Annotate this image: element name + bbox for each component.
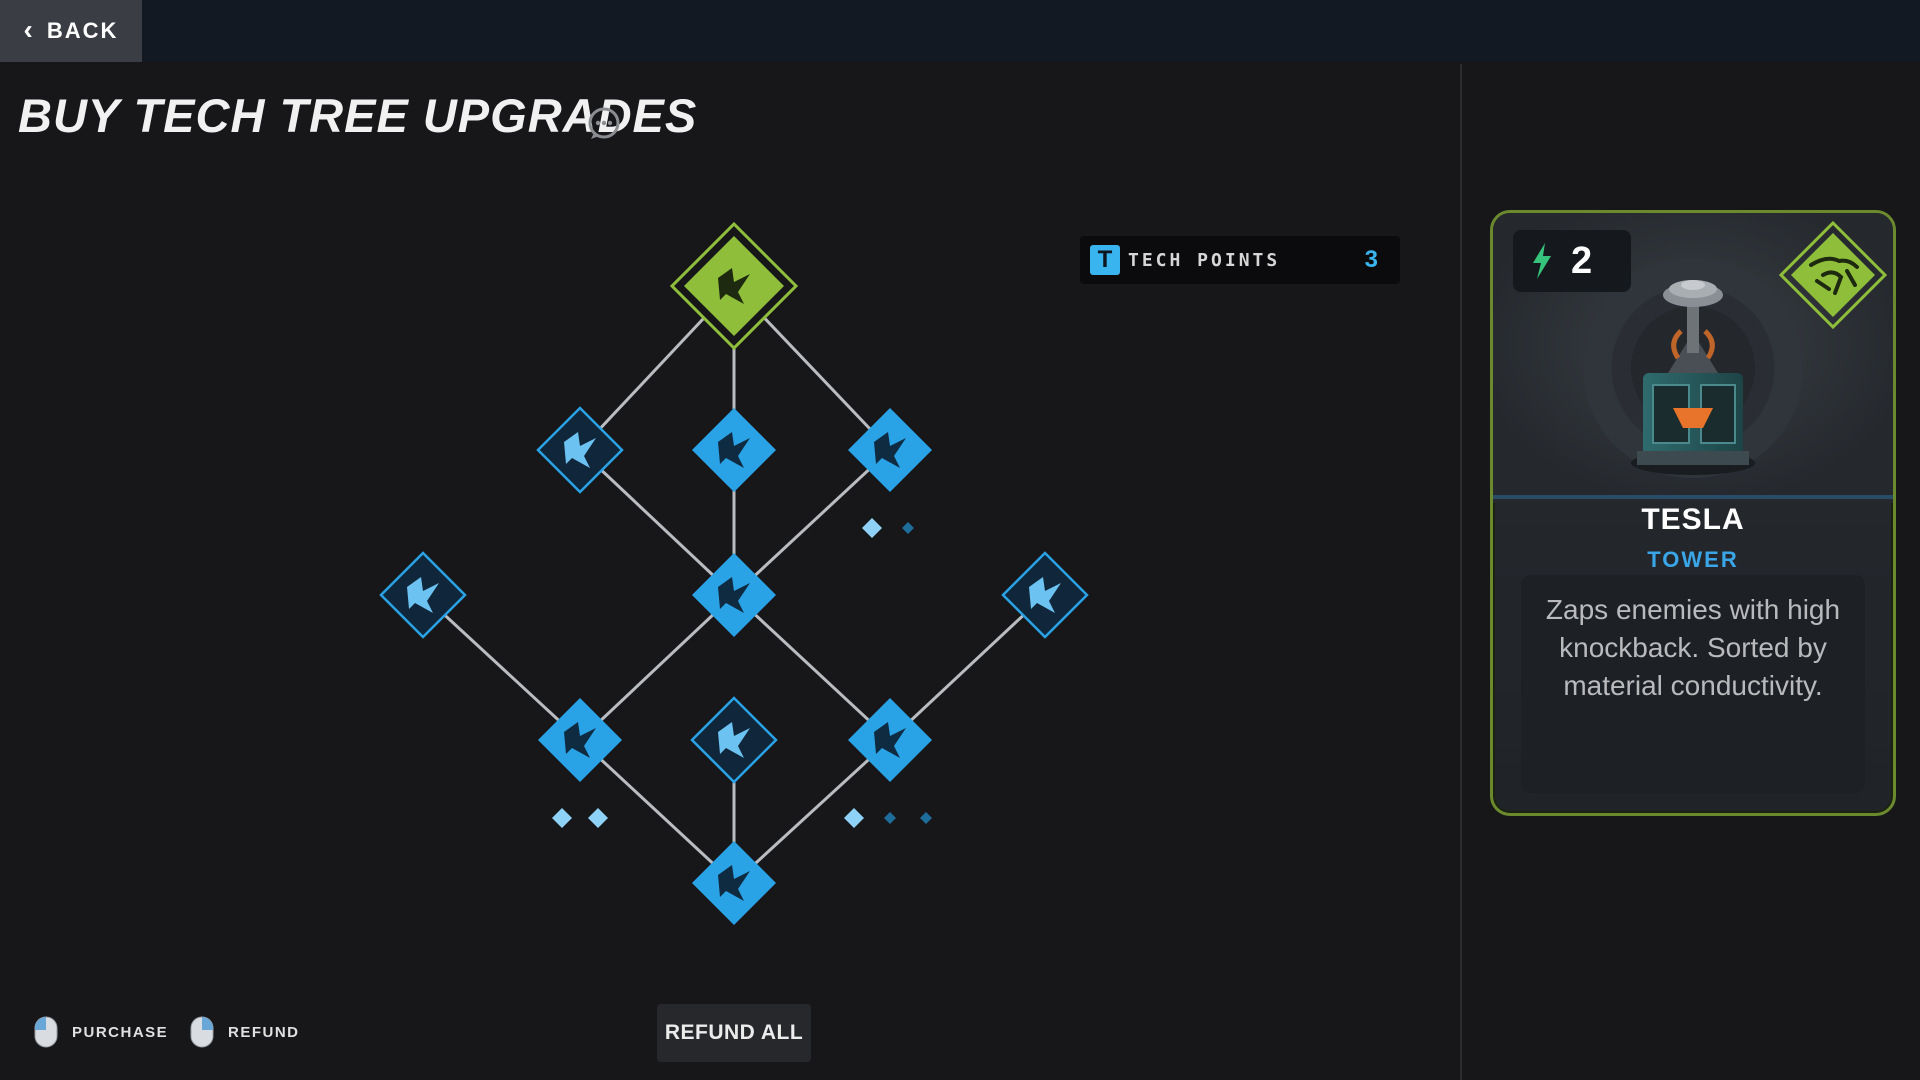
chain-lightning-icon (874, 722, 906, 758)
back-button[interactable]: ‹ BACK (0, 0, 142, 62)
tech-points-badge: T (1090, 245, 1120, 275)
arc-nodes-node[interactable] (692, 841, 776, 925)
tree-link (732, 738, 892, 885)
chat-bubble-icon[interactable] (586, 106, 622, 142)
lightning-bolts-node[interactable] (536, 406, 624, 494)
level-pip-filled (862, 518, 882, 538)
tree-nodes (379, 221, 1089, 925)
level-pip-empty (920, 812, 932, 824)
refund-hint-label: REFUND (228, 1023, 300, 1041)
lightning-shield-icon (718, 577, 750, 613)
refund-hint: REFUND (190, 1016, 300, 1048)
mouse-left-click-icon (34, 1016, 58, 1048)
panel-divider (1460, 64, 1462, 1080)
tower-type: TOWER (1647, 547, 1739, 572)
tree-link (578, 448, 736, 597)
tower-description: Zaps enemies with high knockback. Sorted… (1521, 575, 1865, 793)
claw-slash-icon (1029, 577, 1061, 613)
circuit-board-icon (874, 432, 906, 468)
tree-link (578, 738, 736, 885)
wrench-spark-icon (718, 722, 750, 758)
tesla-coil-icon (718, 432, 750, 468)
back-button-label: BACK (46, 18, 119, 43)
tree-link (732, 593, 892, 742)
tesla-emblem-icon (718, 268, 750, 304)
level-pip-empty (884, 812, 896, 824)
spiked-wave-icon (564, 722, 596, 758)
tesla-emblem-icon (1778, 220, 1888, 330)
tree-link (888, 593, 1047, 742)
mouse-right-click-icon (190, 1016, 214, 1048)
shock-orb-node[interactable] (379, 551, 467, 639)
wrench-spark-node[interactable] (690, 696, 778, 784)
tech-tree (379, 221, 1089, 925)
circuit-board-node[interactable] (848, 408, 932, 492)
tech-points-value: 3 (1364, 246, 1378, 273)
purchase-hint-label: PURCHASE (72, 1023, 169, 1041)
tower-info-card: 2 TESLA TOWER Zaps enemies with high kno… (1490, 210, 1896, 816)
cost-badge: 2 (1513, 230, 1631, 292)
lightning-shield-node[interactable] (692, 553, 776, 637)
purchase-hint: PURCHASE (34, 1016, 168, 1048)
tree-link (421, 593, 582, 742)
tesla-emblem-node[interactable] (669, 221, 799, 351)
top-bar: ‹ BACK (0, 0, 1920, 62)
tesla-coil-node[interactable] (692, 408, 776, 492)
tree-link (578, 593, 736, 742)
level-pip-filled (552, 808, 572, 828)
arc-nodes-icon (718, 865, 750, 901)
shock-orb-icon (407, 577, 439, 613)
page-title: BUY TECH TREE UPGRADES (18, 89, 698, 142)
cost-value: 2 (1571, 239, 1593, 282)
claw-slash-node[interactable] (1001, 551, 1089, 639)
tech-points-panel: T TECH POINTS 3 (1080, 236, 1400, 284)
chain-lightning-node[interactable] (848, 698, 932, 782)
tree-link (732, 448, 892, 597)
lightning-bolt-icon (1533, 243, 1551, 279)
level-pip-filled (588, 808, 608, 828)
chevron-left-icon: ‹ (23, 13, 33, 45)
level-pip-filled (844, 808, 864, 828)
tech-points-label: TECH POINTS (1128, 249, 1281, 271)
tower-name: TESLA (1641, 503, 1745, 536)
spiked-wave-node[interactable] (538, 698, 622, 782)
refund-all-button[interactable]: REFUND ALL (657, 1004, 811, 1062)
lightning-bolts-icon (564, 432, 596, 468)
level-pip-empty (902, 522, 914, 534)
